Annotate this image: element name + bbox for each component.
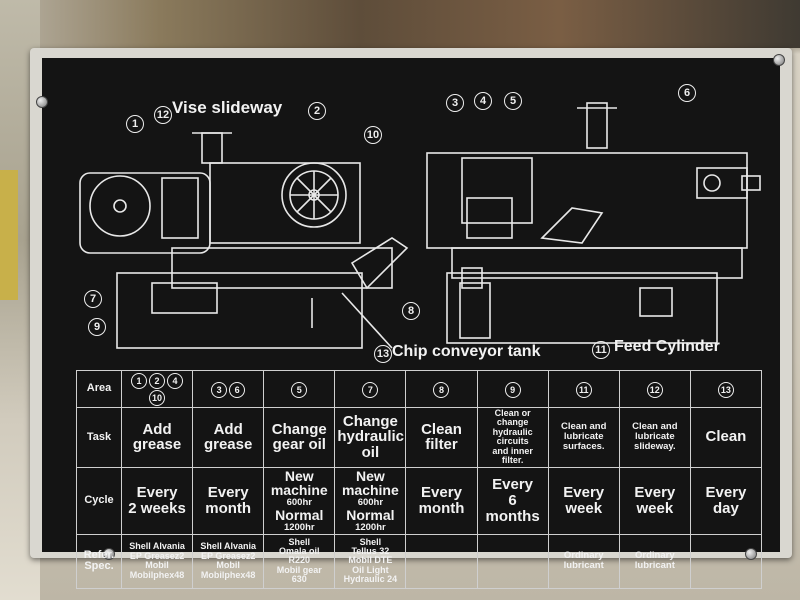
screw-icon: [773, 54, 785, 66]
callout-10: 10: [364, 126, 382, 144]
machine-edge: [0, 170, 18, 300]
area-cell: 12: [618, 370, 691, 408]
spec-cell: [689, 533, 763, 589]
area-cell: 5: [263, 370, 336, 408]
task-cell: Clean: [689, 407, 763, 468]
callout-6: 6: [678, 84, 696, 102]
callout-3: 3: [446, 94, 464, 112]
callout-11: 11: [592, 341, 610, 359]
row-header-area: Area: [76, 370, 122, 408]
label-vise-slideway: Vise slideway: [172, 98, 283, 117]
front-view-drawing: [79, 132, 409, 349]
label-feed-cylinder: Feed Cylinder: [614, 338, 720, 355]
bandsaw-diagram: [79, 102, 761, 349]
callout-12: 12: [154, 106, 172, 124]
row-header-cycle: Cycle: [76, 466, 122, 535]
area-cell: 7: [334, 370, 407, 408]
row-header-task: Task: [76, 407, 122, 468]
area-cell: 11: [547, 370, 620, 408]
area-cell: 8: [405, 370, 478, 408]
row-header-spec: Refer.Spec.: [76, 533, 122, 589]
spec-cell: [476, 533, 549, 589]
callout-8: 8: [402, 302, 420, 320]
wall-background-top: [0, 0, 800, 48]
callout-2: 2: [308, 102, 326, 120]
area-cell: 13: [689, 370, 763, 408]
spec-cell: [405, 533, 478, 589]
area-cell: 9: [476, 370, 549, 408]
callout-4: 4: [474, 92, 492, 110]
callout-5: 5: [504, 92, 522, 110]
callout-13: 13: [374, 345, 392, 363]
label-chip-conveyor-tank: Chip conveyor tank: [392, 343, 541, 360]
callout-7: 7: [84, 290, 102, 308]
screw-icon: [36, 96, 48, 108]
rear-view-drawing: [426, 102, 761, 344]
callout-1: 1: [126, 115, 144, 133]
callout-9: 9: [88, 318, 106, 336]
